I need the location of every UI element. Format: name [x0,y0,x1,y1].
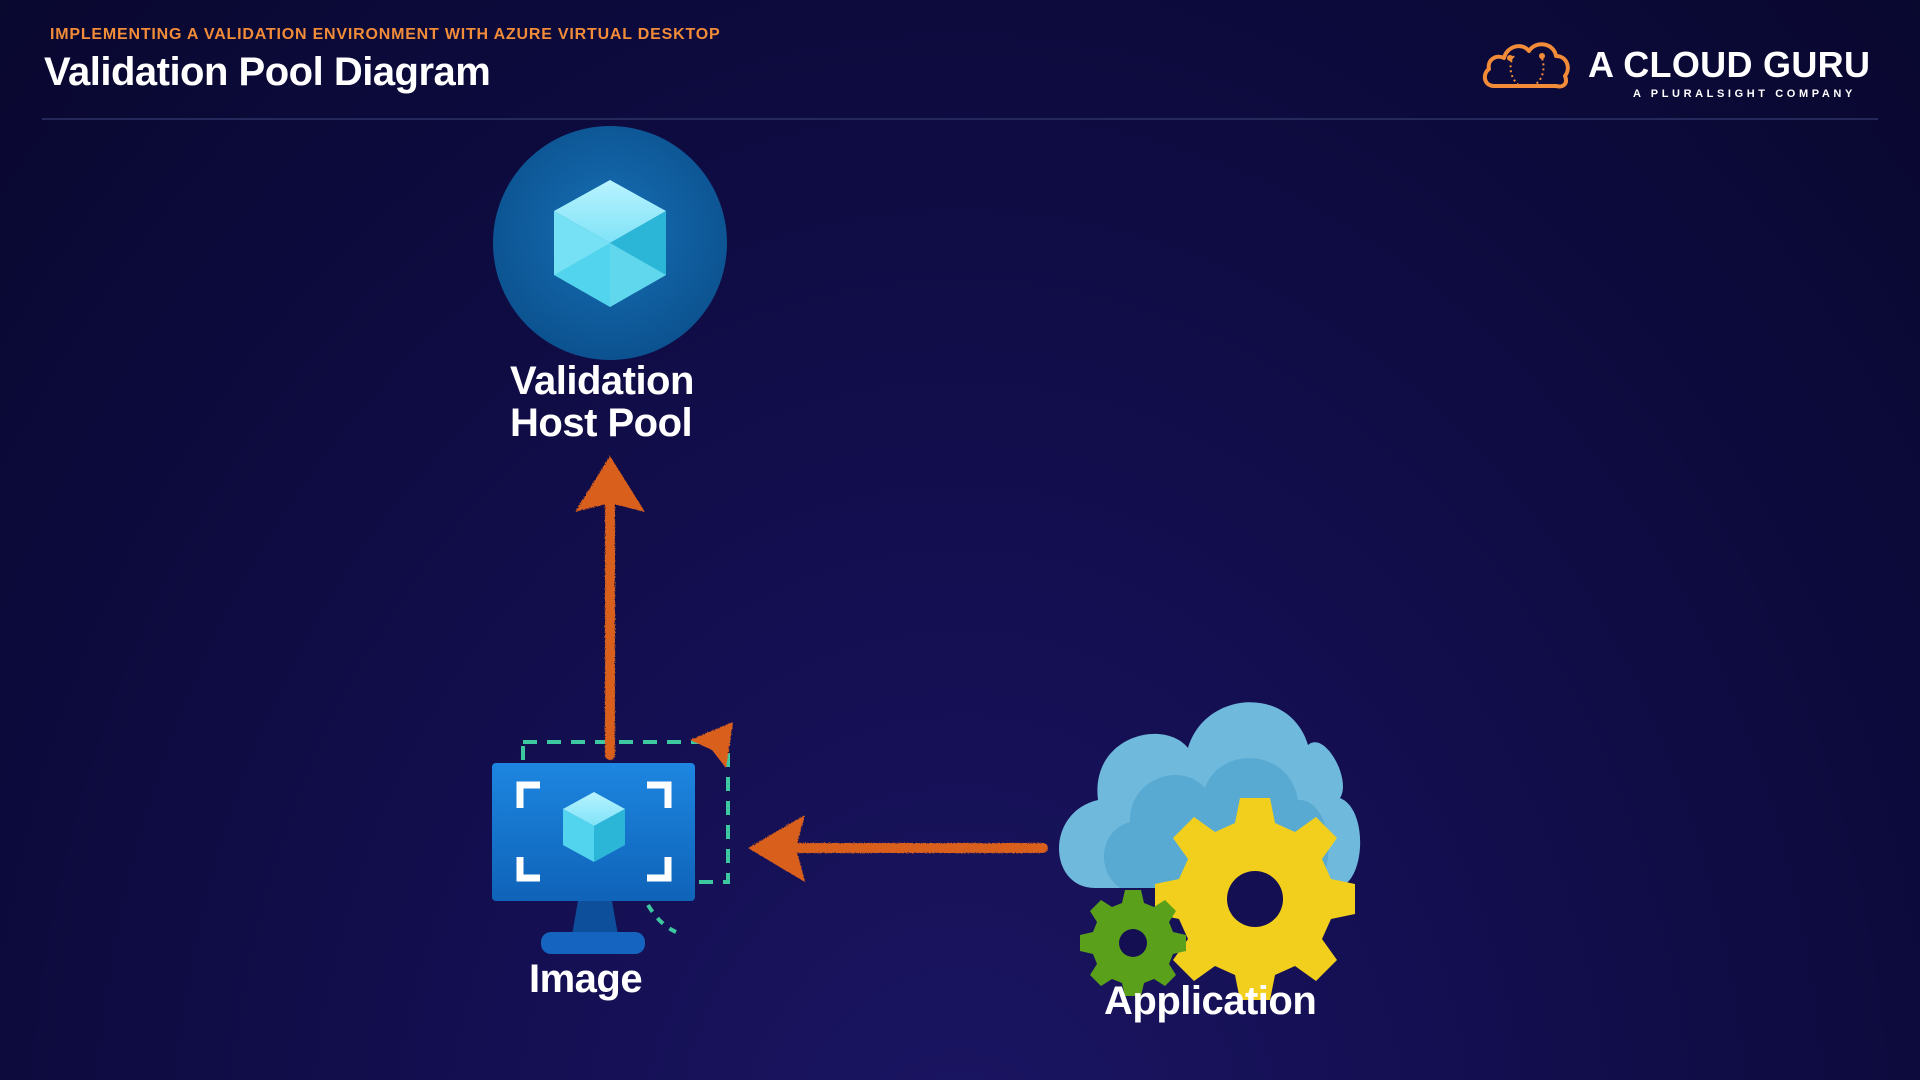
brand-tagline: A PLURALSIGHT COMPANY [1633,88,1856,100]
brand-name: A CLOUD GURU [1588,44,1871,85]
slide-subtitle: IMPLEMENTING A VALIDATION ENVIRONMENT WI… [50,26,721,43]
host-pool-label-line2: Host Pool [510,401,693,445]
image-label: Image [529,957,643,1001]
brand-lockup: A CLOUD GURU A PLURALSIGHT COMPANY [1480,32,1880,112]
host-pool-label-line1: Validation [510,359,694,403]
cloud-logo-icon [1482,42,1570,89]
monitor-image-icon [492,740,730,954]
host-pool-label: Validation Host Pool [510,360,694,444]
image-refresh-arrowhead [690,722,733,768]
arrow-image-to-host-pool [575,456,645,760]
host-pool-cube-icon [493,126,727,360]
cloud-gears-icon [1059,702,1361,1000]
slide-title: Validation Pool Diagram [44,50,491,94]
application-label: Application [1104,979,1317,1023]
arrow-application-to-image [748,815,1048,882]
header-divider [42,118,1878,120]
